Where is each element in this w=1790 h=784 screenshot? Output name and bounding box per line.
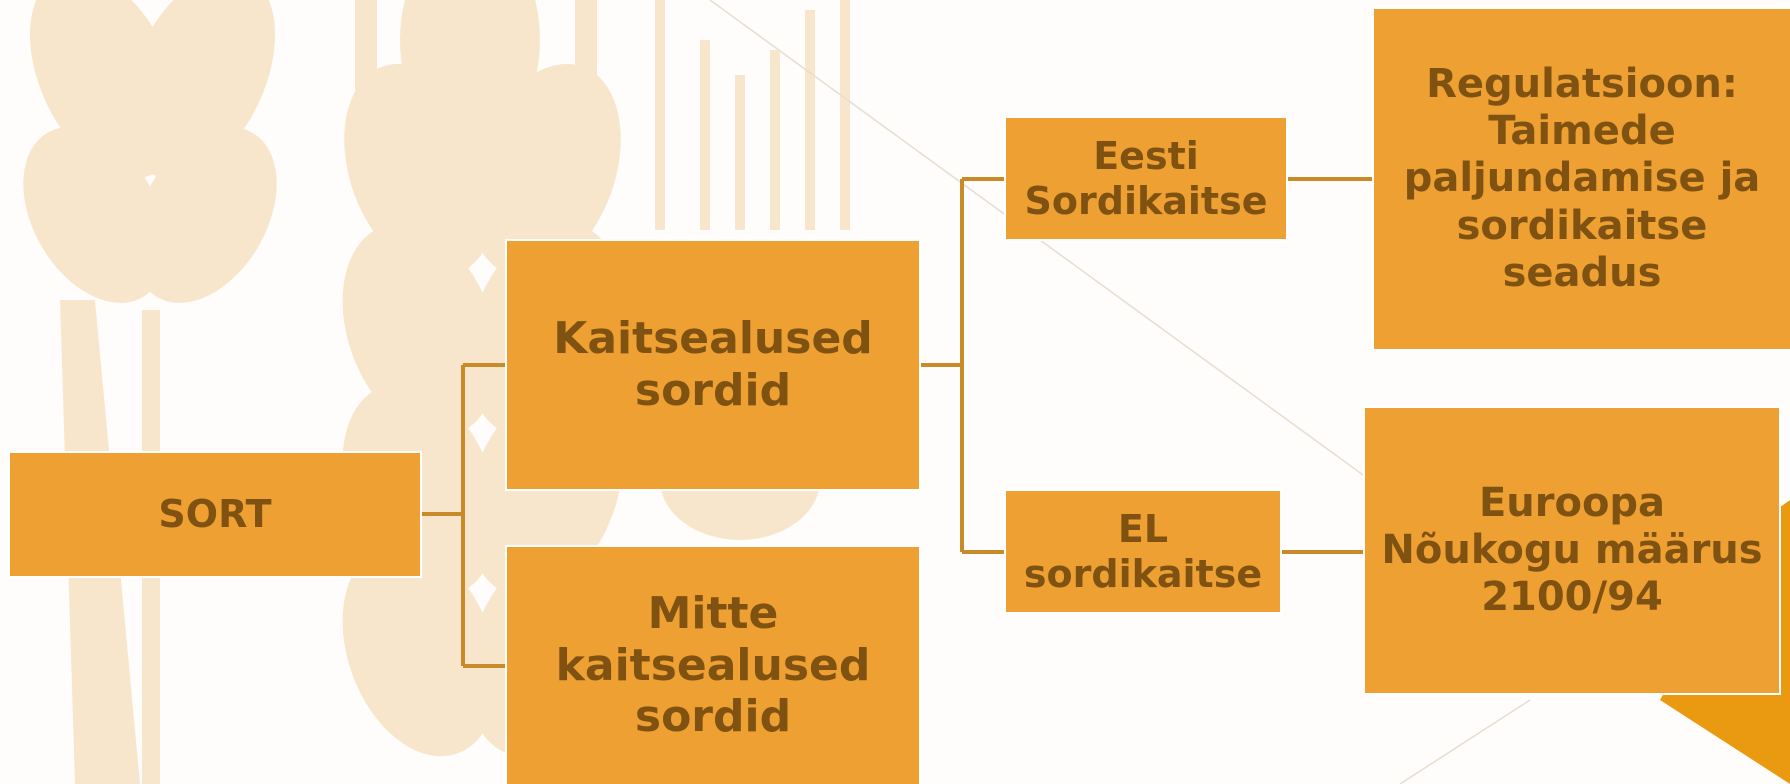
node-regulation: Regulatsioon: Taimede paljundamise ja so… — [1372, 7, 1790, 351]
node-eu-protection: EL sordikaitse — [1004, 489, 1282, 614]
node-unprotected-varieties: Mitte kaitsealused sordid — [505, 545, 921, 784]
node-council-regulation: Euroopa Nõukogu määrus 2100/94 — [1363, 406, 1781, 695]
connector-kaitse-branch — [921, 177, 1004, 554]
connector-sort-branch — [422, 363, 505, 668]
node-estonian-protection: Eesti Sordikaitse — [1004, 116, 1288, 241]
node-protected-varieties: Kaitsealused sordid — [505, 239, 921, 491]
node-sort: SORT — [8, 451, 422, 578]
